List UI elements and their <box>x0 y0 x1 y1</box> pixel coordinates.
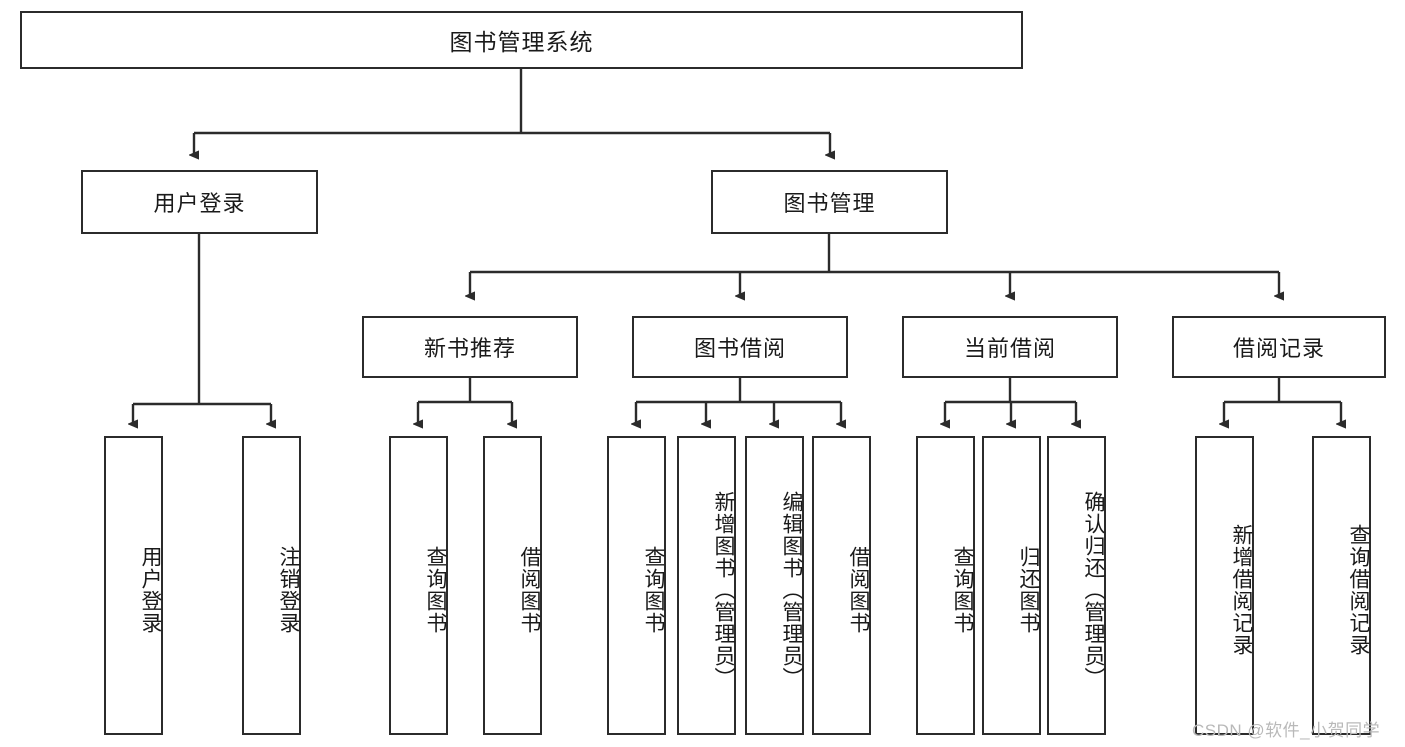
leaf-current-borrow-confirm-return-label: 确认归还（管理员） <box>1082 490 1105 689</box>
node-root[interactable]: 图书管理系统 <box>20 11 1023 69</box>
leaf-borrow-record-add[interactable]: 新增借阅记录 <box>1195 436 1254 735</box>
leaf-book-borrow-add-label: 新增图书（管理员） <box>712 490 735 689</box>
leaf-user-login-signin[interactable]: 用户登录 <box>104 436 163 735</box>
leaf-current-borrow-query-label: 查询图书 <box>951 545 974 634</box>
leaf-borrow-record-query-label: 查询借阅记录 <box>1347 523 1370 656</box>
node-book-borrow-label: 图书借阅 <box>693 336 786 361</box>
leaf-new-book-query-label: 查询图书 <box>424 545 447 634</box>
node-user-login[interactable]: 用户登录 <box>81 170 318 234</box>
node-new-book-recommend-label: 新书推荐 <box>423 336 516 361</box>
node-current-borrow-label: 当前借阅 <box>963 336 1056 361</box>
leaf-new-book-borrow-label: 借阅图书 <box>518 545 541 634</box>
leaf-current-borrow-return-label: 归还图书 <box>1017 545 1040 634</box>
leaf-book-borrow-query[interactable]: 查询图书 <box>607 436 666 735</box>
node-book-management-label: 图书管理 <box>783 191 876 216</box>
leaf-book-borrow-edit[interactable]: 编辑图书（管理员） <box>745 436 804 735</box>
leaf-book-borrow-edit-label: 编辑图书（管理员） <box>780 490 803 689</box>
leaf-user-login-signin-label: 用户登录 <box>139 545 162 634</box>
node-current-borrow[interactable]: 当前借阅 <box>902 316 1118 378</box>
leaf-current-borrow-query[interactable]: 查询图书 <box>916 436 975 735</box>
node-root-label: 图书管理系统 <box>449 29 594 55</box>
leaf-borrow-record-add-label: 新增借阅记录 <box>1230 523 1253 656</box>
node-borrow-record[interactable]: 借阅记录 <box>1172 316 1386 378</box>
leaf-current-borrow-return[interactable]: 归还图书 <box>982 436 1041 735</box>
node-user-login-label: 用户登录 <box>153 191 246 216</box>
leaf-user-login-signout-label: 注销登录 <box>277 545 300 634</box>
node-book-borrow[interactable]: 图书借阅 <box>632 316 848 378</box>
node-book-management[interactable]: 图书管理 <box>711 170 948 234</box>
leaf-book-borrow-add[interactable]: 新增图书（管理员） <box>677 436 736 735</box>
watermark: CSDN @软件_小贺同学 <box>1192 721 1381 740</box>
leaf-book-borrow-query-label: 查询图书 <box>642 545 665 634</box>
node-borrow-record-label: 借阅记录 <box>1232 336 1325 361</box>
leaf-new-book-query[interactable]: 查询图书 <box>389 436 448 735</box>
leaf-book-borrow-lend-label: 借阅图书 <box>847 545 870 634</box>
node-new-book-recommend[interactable]: 新书推荐 <box>362 316 578 378</box>
leaf-borrow-record-query[interactable]: 查询借阅记录 <box>1312 436 1371 735</box>
leaf-user-login-signout[interactable]: 注销登录 <box>242 436 301 735</box>
leaf-book-borrow-lend[interactable]: 借阅图书 <box>812 436 871 735</box>
leaf-new-book-borrow[interactable]: 借阅图书 <box>483 436 542 735</box>
leaf-current-borrow-confirm-return[interactable]: 确认归还（管理员） <box>1047 436 1106 735</box>
